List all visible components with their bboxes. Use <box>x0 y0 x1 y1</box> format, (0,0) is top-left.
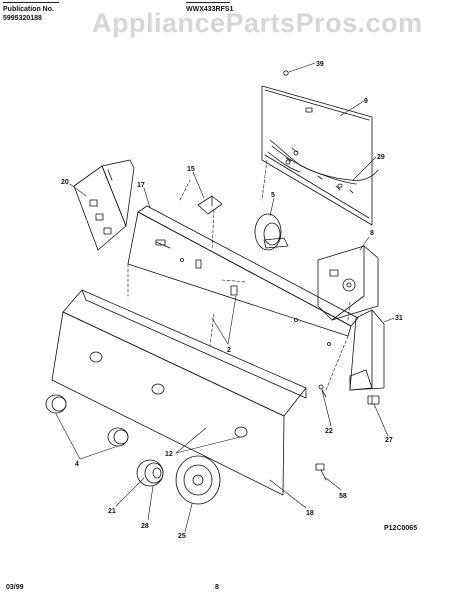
left-end-bracket <box>73 159 135 251</box>
callout-39: 39 <box>316 61 324 68</box>
callout-5: 5 <box>271 192 275 199</box>
callout-2: 2 <box>227 347 231 354</box>
callout-29: 29 <box>377 154 385 161</box>
model-number: WWX433RFS1 <box>186 6 234 13</box>
screw-39 <box>283 70 289 76</box>
publication-label: Publication No. <box>3 6 54 13</box>
callout-58: 58 <box>339 493 347 500</box>
watermark: AppliancePartsPros.com <box>92 8 423 38</box>
callout-labels: 39 9 29 20 15 17 5 8 31 2 22 27 4 12 21 … <box>61 61 403 540</box>
alignment-lines <box>127 159 351 391</box>
callout-15: 15 <box>187 166 195 173</box>
callout-20: 20 <box>61 179 69 186</box>
callout-31: 31 <box>395 315 403 322</box>
knob-assembly <box>136 459 164 487</box>
page-number: 8 <box>215 584 219 591</box>
timer-dial <box>175 455 221 505</box>
publication-number: 5995320188 <box>3 15 42 22</box>
screw-58 <box>315 463 327 481</box>
callout-4: 4 <box>75 461 79 468</box>
knob-left <box>45 394 67 414</box>
header-rule-right <box>186 2 230 3</box>
connector <box>367 395 380 405</box>
switch-component <box>197 195 223 215</box>
rear-cover-panel <box>261 85 373 226</box>
callout-25: 25 <box>178 533 186 540</box>
wire-harness <box>267 139 379 194</box>
pressure-switch <box>254 213 289 251</box>
callout-22: 22 <box>325 428 333 435</box>
callout-21: 21 <box>108 508 116 515</box>
callout-9: 9 <box>364 98 368 105</box>
callout-18: 18 <box>306 510 314 517</box>
diagram-code: P12C0065 <box>384 525 418 532</box>
right-end-cap <box>349 309 385 391</box>
leader-lines <box>55 62 395 533</box>
header-rule-left <box>3 2 59 3</box>
callout-28: 28 <box>141 523 149 530</box>
timer <box>317 245 379 321</box>
screw-22 <box>318 384 327 398</box>
console-front-panel <box>51 289 307 496</box>
callout-8: 8 <box>370 230 374 237</box>
knob-center <box>107 427 129 447</box>
console-back-panel <box>127 205 359 346</box>
callout-17: 17 <box>137 182 145 189</box>
callout-12: 12 <box>165 451 173 458</box>
callout-27: 27 <box>385 437 393 444</box>
footer-date: 03/99 <box>6 584 24 591</box>
